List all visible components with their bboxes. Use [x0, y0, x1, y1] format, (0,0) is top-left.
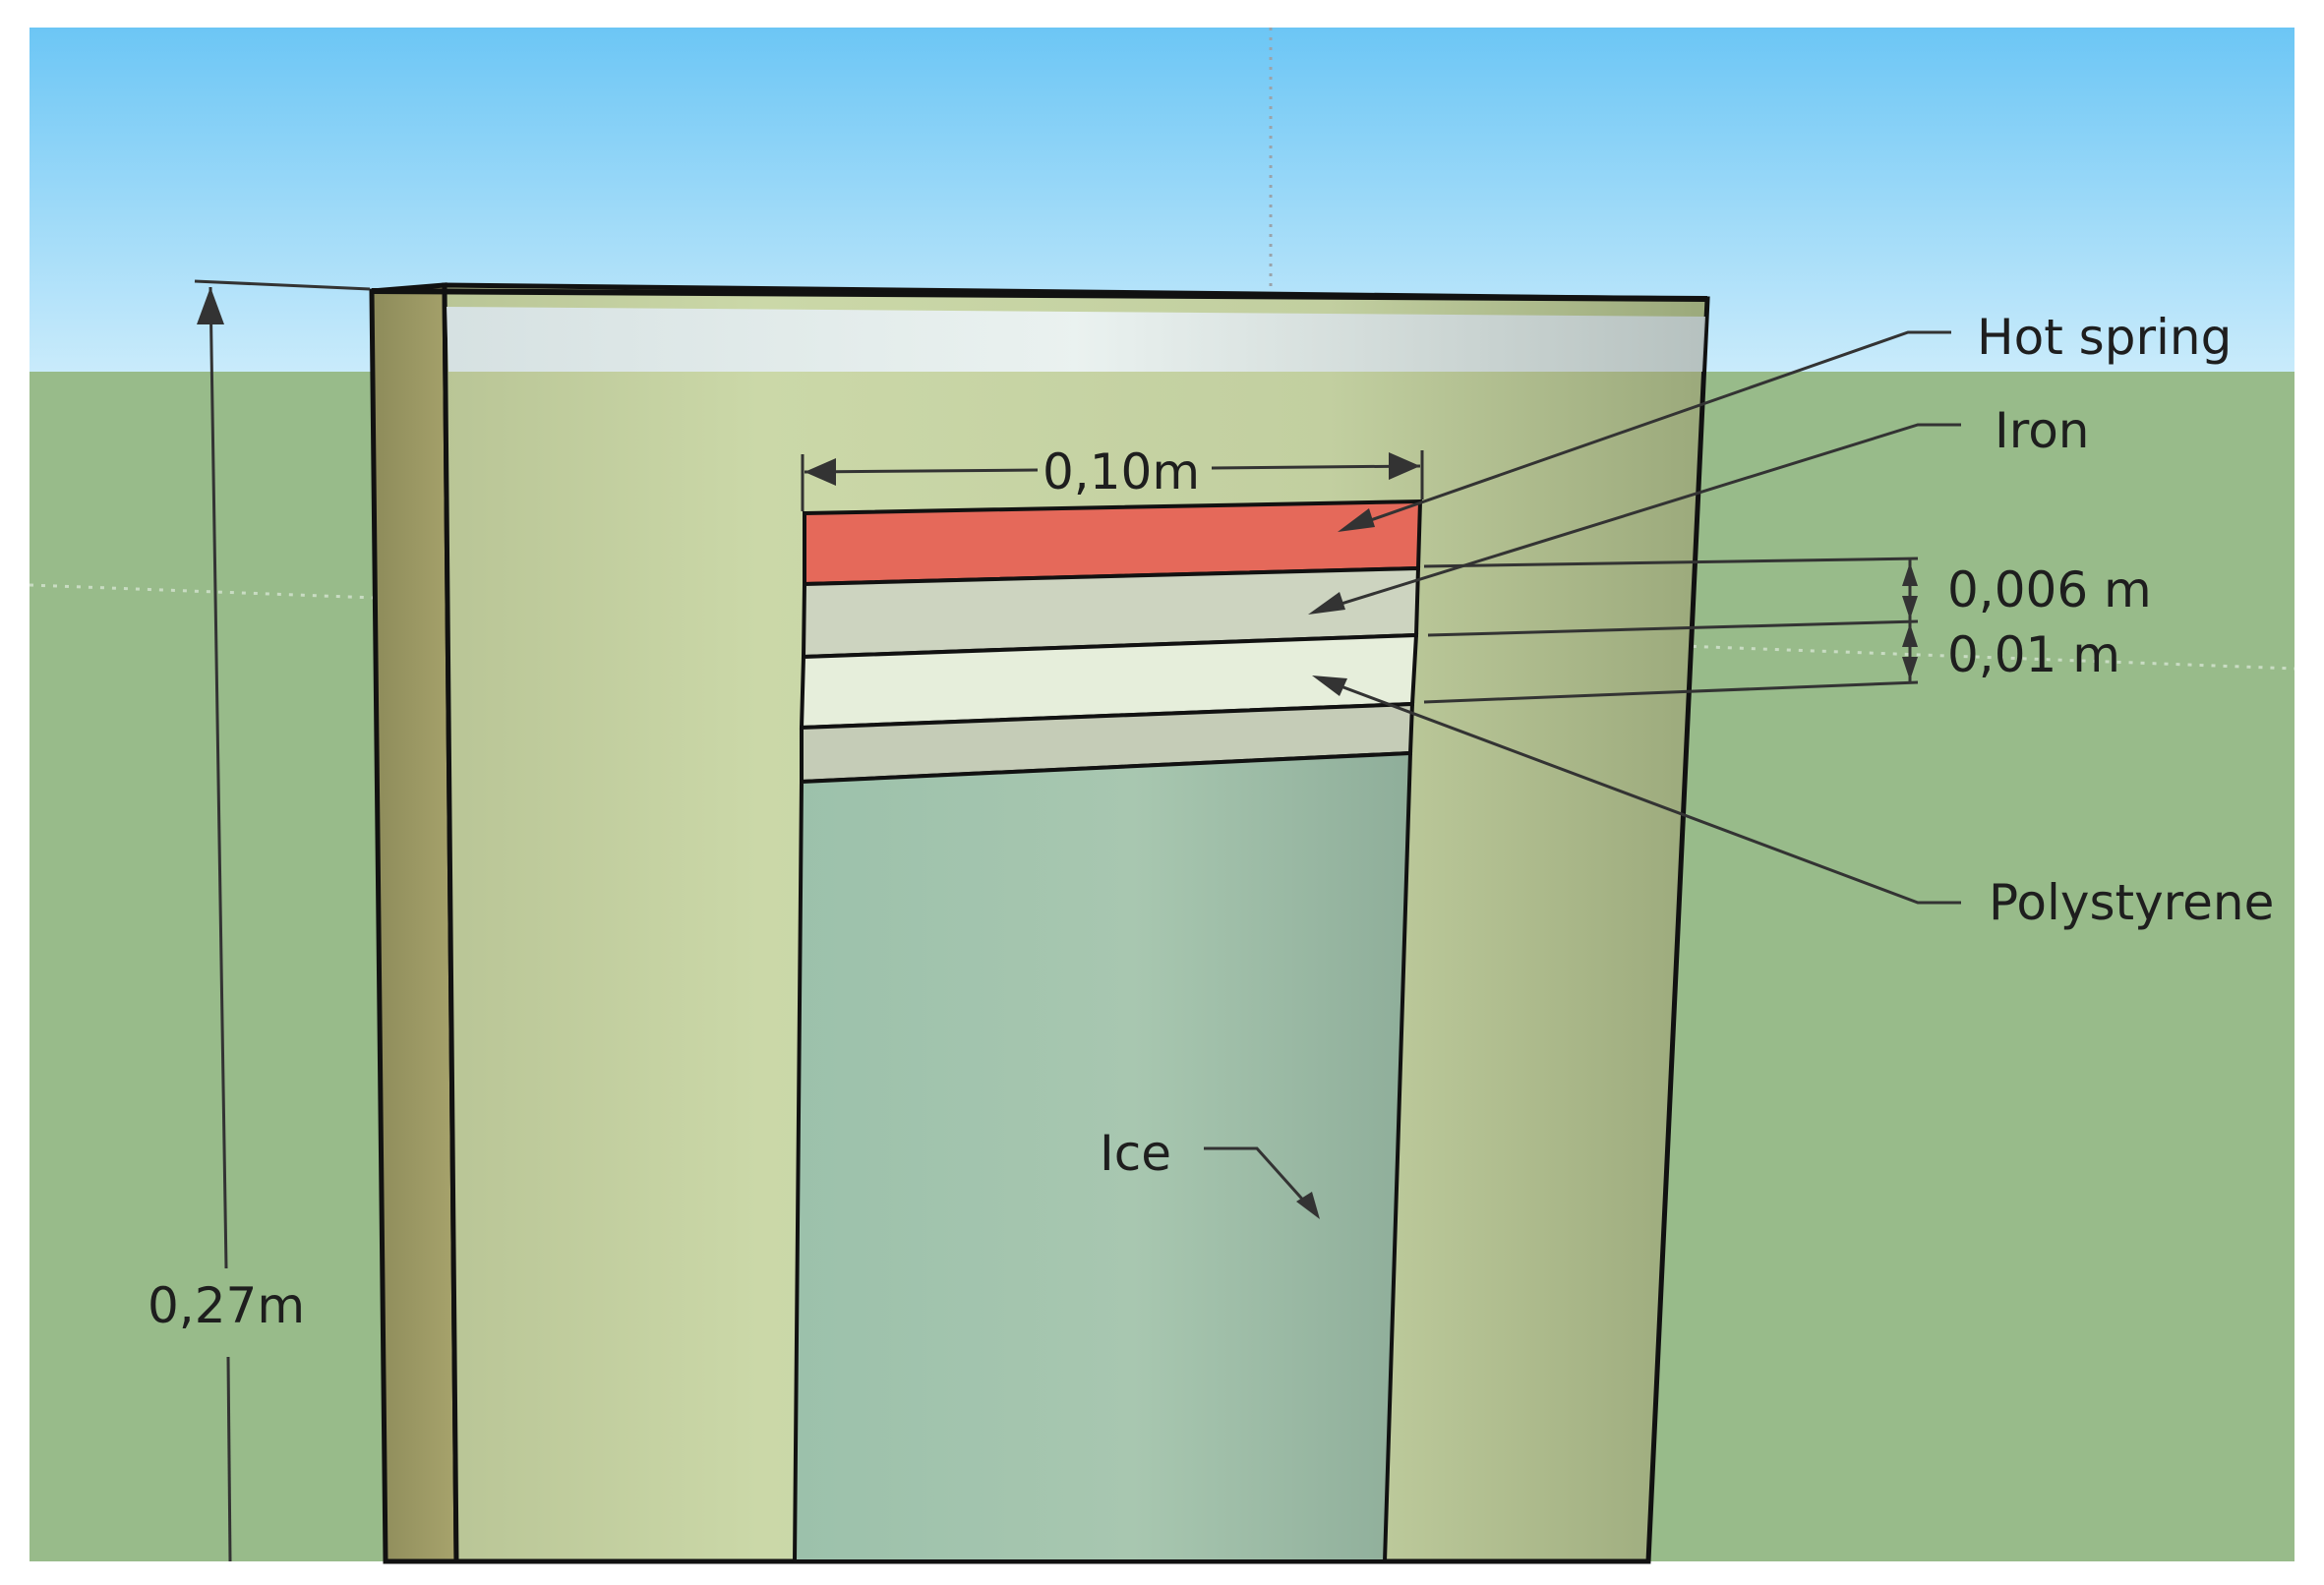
- leader-hot-spring: [1344, 330, 1951, 531]
- leader-iron: [1315, 423, 1961, 614]
- layer-ice: [792, 750, 1413, 1563]
- dimension-height-label: 0,27m: [148, 1277, 305, 1334]
- label-hot-spring: Hot spring: [1977, 309, 2232, 366]
- leader-lines: [1204, 330, 1961, 1216]
- block-top-edge: [371, 288, 1708, 302]
- block-top-strip: [447, 307, 1705, 372]
- leader-ice: [1204, 1146, 1318, 1216]
- leader-arrowheads: [1296, 508, 1375, 1219]
- block-side-face: [369, 282, 459, 1564]
- dimension-width-label: 0,10m: [1043, 443, 1200, 500]
- label-polystyrene: Polystyrene: [1989, 874, 2274, 931]
- dimension-thickness-lines: [1423, 557, 1919, 704]
- label-iron: Iron: [1995, 402, 2089, 459]
- dimension-width: [801, 450, 1424, 511]
- leader-polystyrene: [1319, 676, 1961, 905]
- dimension-iron-thickness-label: 0,006 m: [1947, 561, 2152, 618]
- label-ice: Ice: [1100, 1125, 1171, 1182]
- dimension-polystyrene-thickness-label: 0,01 m: [1947, 626, 2120, 683]
- dimension-height: [194, 279, 371, 1562]
